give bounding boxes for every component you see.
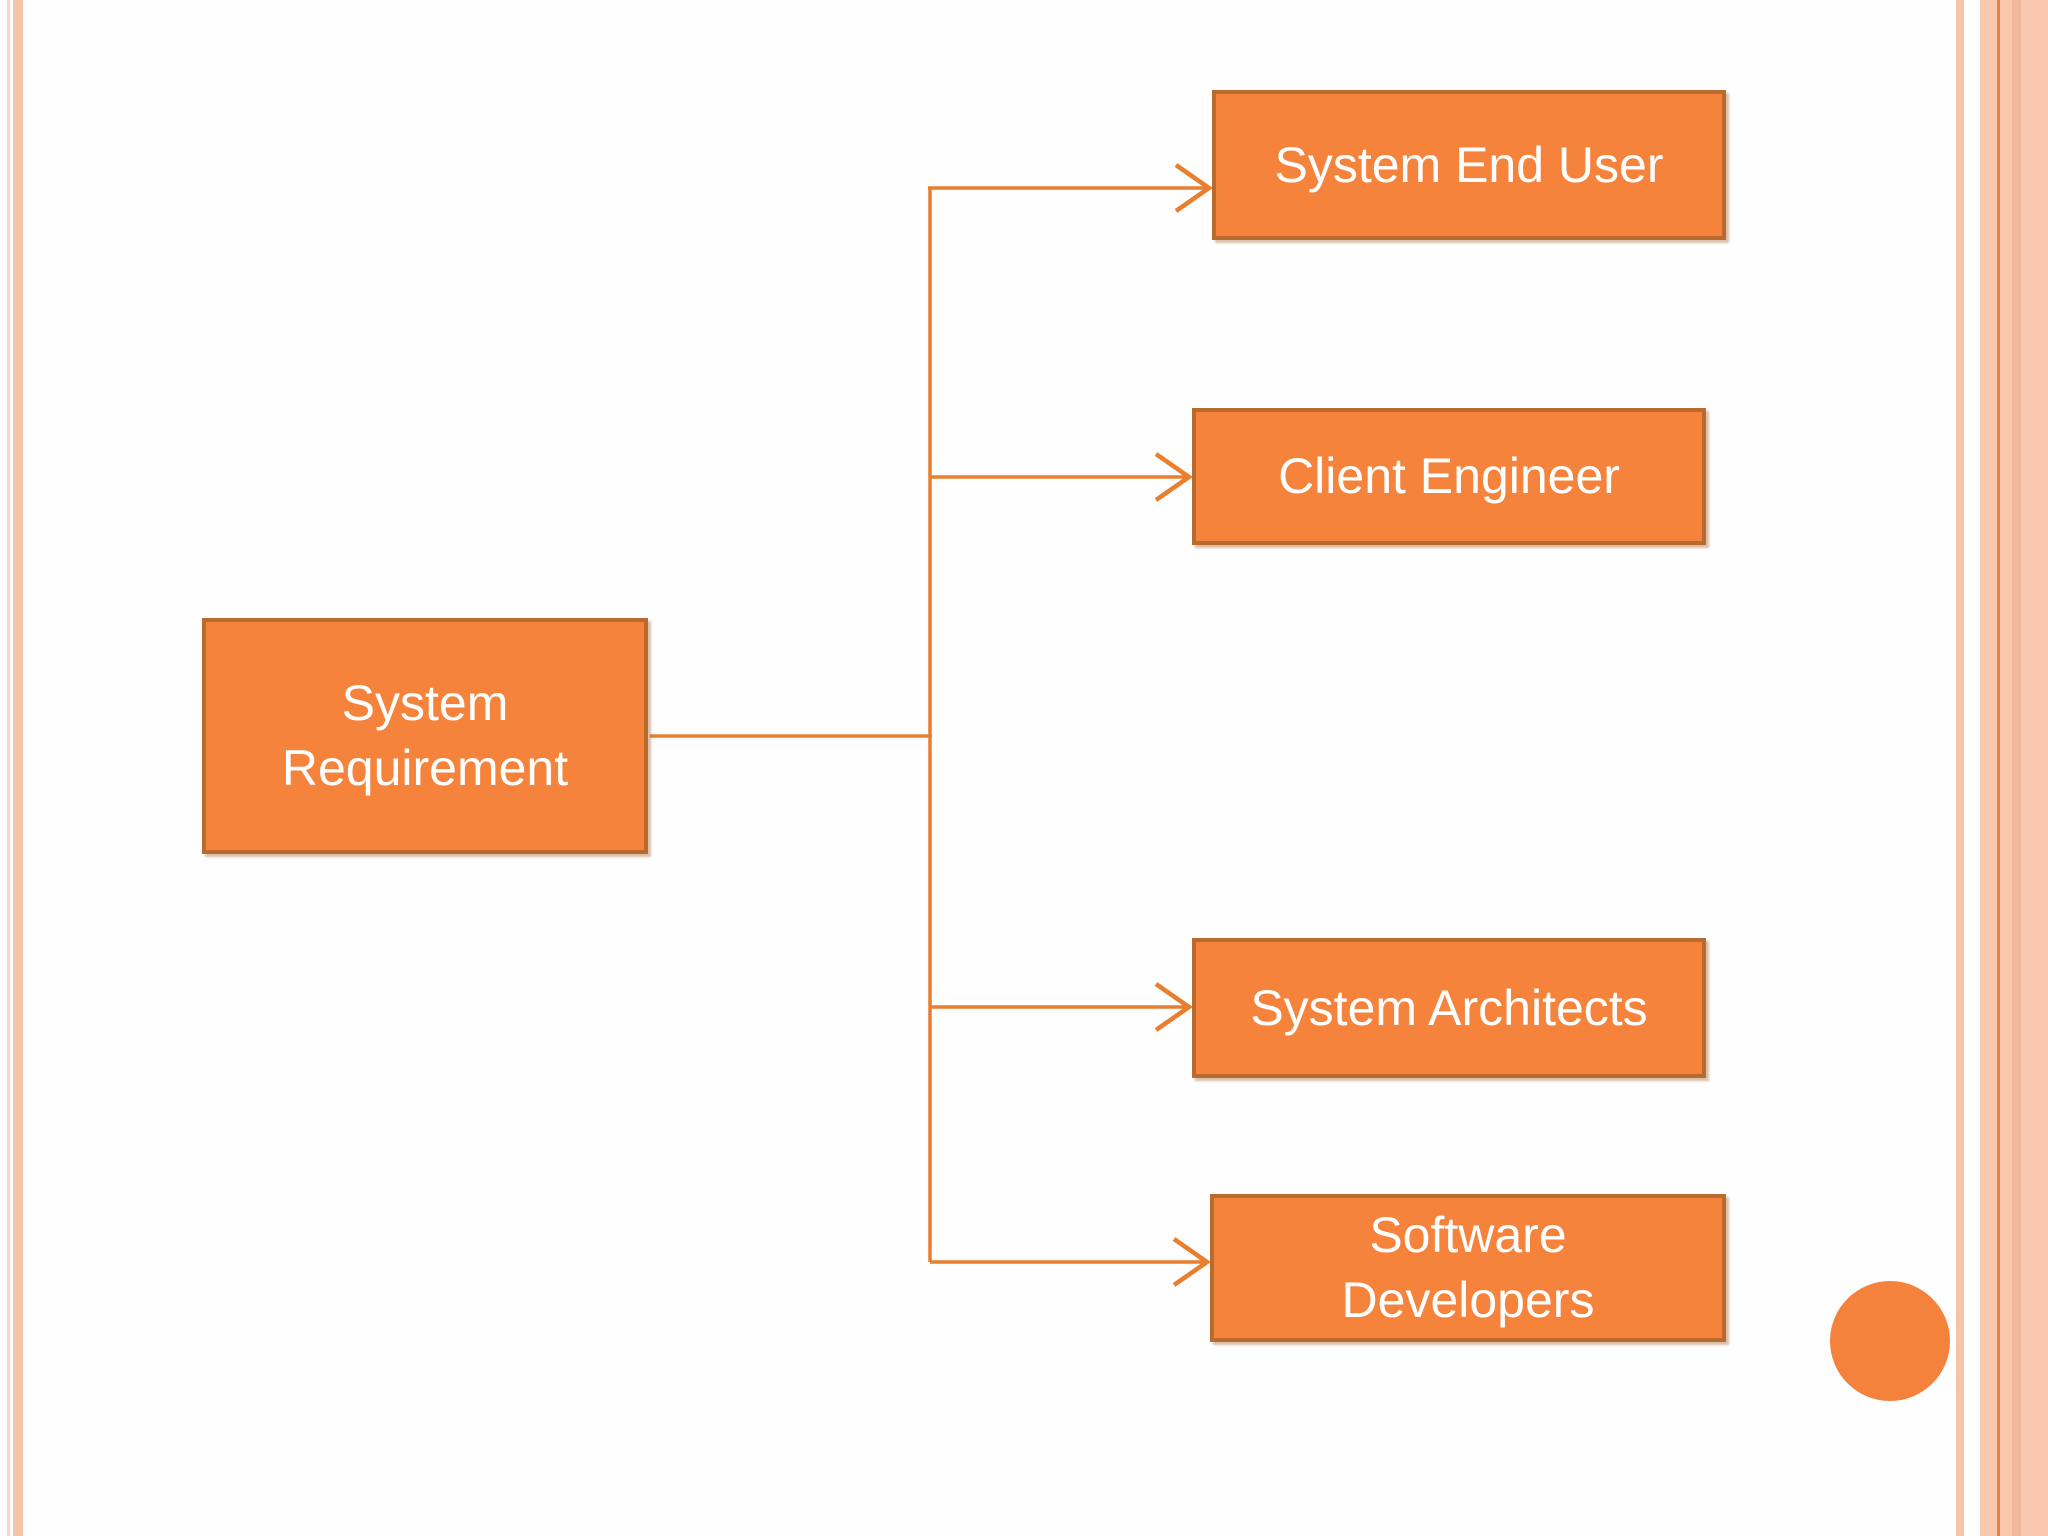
left-border-stripe-thick xyxy=(13,0,23,1536)
arrow-to-client-engineer xyxy=(930,452,1193,502)
decorative-circle xyxy=(1830,1281,1950,1401)
arrow-to-system-architects xyxy=(930,982,1193,1032)
right-border-accent-line xyxy=(1997,0,2000,1536)
right-border-band xyxy=(1980,0,2048,1536)
arrow-to-system-end-user xyxy=(928,163,1213,213)
left-border-stripe-thin xyxy=(7,0,10,1536)
node-client-engineer: Client Engineer xyxy=(1192,408,1706,545)
right-border-shade-stripe xyxy=(2012,0,2021,1536)
node-system-architects: System Architects xyxy=(1192,938,1706,1078)
node-software-developers: Software Developers xyxy=(1210,1194,1726,1342)
node-system-requirement: System Requirement xyxy=(202,618,648,854)
arrow-to-software-developers xyxy=(930,1237,1211,1287)
node-system-end-user: System End User xyxy=(1212,90,1726,240)
right-border-stripe-thin xyxy=(1956,0,1964,1536)
